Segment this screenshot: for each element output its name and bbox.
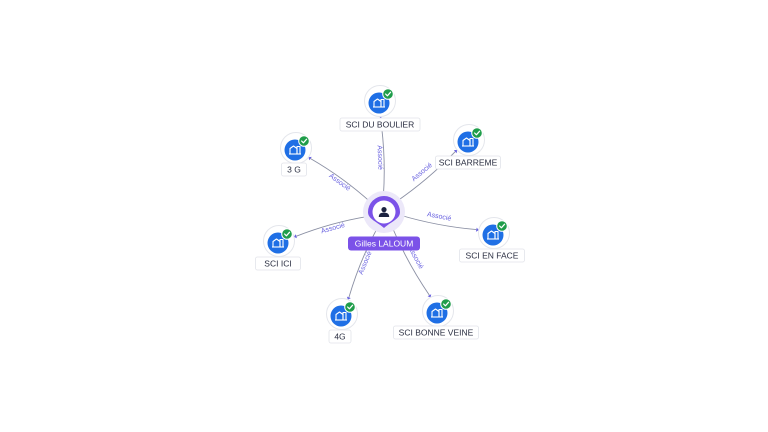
edge-arrow [453, 150, 458, 154]
company-node[interactable]: SCI BARREME [435, 124, 501, 170]
person-icon [378, 207, 390, 217]
company-label-box [255, 256, 301, 271]
check-badge-circle [281, 228, 293, 240]
building-icon-tower [494, 230, 499, 239]
check-badge-circle [344, 301, 356, 313]
check-icon [382, 88, 394, 100]
edge-line [399, 214, 477, 231]
company-node[interactable]: SCI EN FACE [459, 217, 525, 263]
edge-line [391, 225, 430, 296]
edge-arrow [308, 156, 312, 161]
center-label: Gilles LALOUM [355, 239, 414, 249]
edge-label: Associé [327, 173, 351, 193]
nodes-layer: SCI DU BOULIER SCI BARREME SCI EN FACE SCI … [255, 85, 525, 344]
building-icon-tower [279, 238, 284, 247]
company-node[interactable]: 3 G [280, 132, 312, 177]
edge-arrow [427, 294, 432, 298]
check-mark [284, 231, 291, 237]
building-icon [289, 145, 301, 155]
company-node[interactable]: SCI DU BOULIER [339, 85, 421, 132]
check-mark [385, 91, 392, 97]
company-label-box [459, 248, 525, 263]
edge-arrow [346, 296, 351, 300]
center-node[interactable]: Gilles LALOUM [348, 191, 420, 251]
building-icon-tower [296, 145, 301, 154]
check-icon [440, 298, 452, 310]
company-label-box [435, 155, 501, 170]
company-label-box [393, 325, 479, 340]
company-label: SCI BARREME [439, 158, 498, 168]
edge-line [310, 158, 372, 203]
check-badge-circle [382, 88, 394, 100]
check-icon [471, 127, 483, 139]
building-icon [462, 137, 474, 147]
company-label-box [281, 162, 307, 177]
building-icon [272, 238, 284, 248]
check-icon [298, 135, 310, 147]
company-node[interactable]: 4G [326, 298, 358, 344]
building-icon [487, 230, 499, 240]
edge-label: Associé [358, 250, 374, 275]
check-mark [301, 138, 308, 144]
building-icon-tower [469, 137, 474, 146]
company-label: SCI ICI [264, 259, 291, 269]
building-icon-tower [380, 98, 385, 107]
building-icon [335, 311, 347, 321]
check-icon [496, 220, 508, 232]
company-label-box [328, 329, 352, 344]
check-badge-circle [496, 220, 508, 232]
check-badge-circle [440, 298, 452, 310]
check-mark [443, 301, 450, 307]
check-mark [474, 130, 481, 136]
edge-label: Associé [376, 145, 384, 170]
edge-label: Associé [411, 162, 434, 183]
company-label: 3 G [287, 165, 301, 175]
check-icon [344, 301, 356, 313]
company-label: SCI EN FACE [466, 251, 519, 261]
check-icon [281, 228, 293, 240]
check-badge-circle [298, 135, 310, 147]
check-mark [499, 223, 506, 229]
building-icon-tower [438, 308, 443, 317]
check-mark [347, 304, 354, 310]
company-node[interactable]: SCI ICI [255, 225, 301, 271]
center-label-box [348, 236, 420, 251]
edge-arrow [293, 234, 297, 239]
company-label: 4G [334, 332, 345, 342]
building-icon [431, 308, 443, 318]
edge-label: Associé [426, 211, 451, 222]
building-icon-tower [342, 311, 347, 320]
company-label: SCI BONNE VEINE [399, 328, 474, 338]
edge-line [348, 226, 379, 298]
company-label-box [339, 117, 421, 132]
company-label: SCI DU BOULIER [346, 120, 415, 130]
company-node[interactable]: SCI BONNE VEINE [393, 295, 479, 340]
edge-label: Associé [320, 222, 346, 235]
edge-line [296, 215, 369, 237]
edge-arrow [475, 227, 479, 232]
building-icon [373, 98, 385, 108]
check-badge-circle [471, 127, 483, 139]
